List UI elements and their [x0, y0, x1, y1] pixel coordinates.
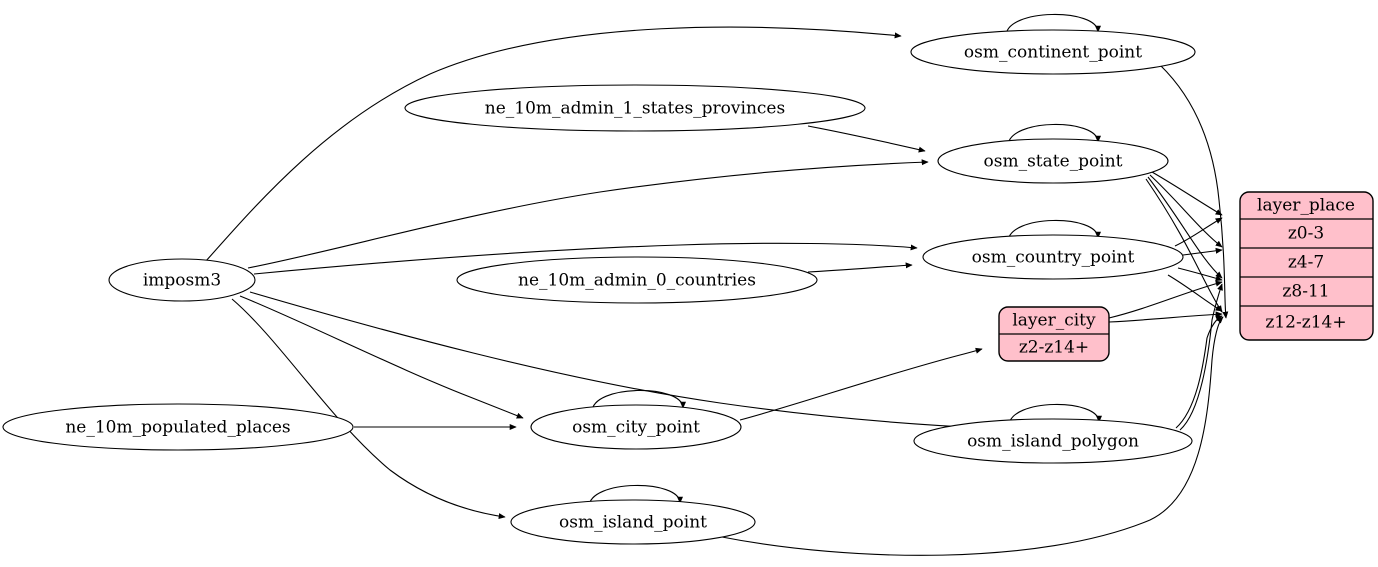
edge-self-loop-osm-country-point — [1007, 219, 1101, 243]
node-osm-country-point-label: osm_country_point — [972, 248, 1135, 268]
layer-place-row-z12-z14[interactable]: z12-z14+ — [1265, 313, 1346, 333]
edge-osm-island-polygon-to-layer-place-z8-11 — [1179, 283, 1223, 431]
edge-self-loop-osm-state-point — [1007, 123, 1101, 147]
layer-city-row-z2-z14[interactable]: z2-z14+ — [1019, 338, 1089, 358]
node-ne-10m-admin-1-states-provinces[interactable]: ne_10m_admin_1_states_provinces — [404, 84, 866, 132]
edge-imposm3-to-osm-state-point — [247, 159, 929, 269]
edge-osm-country-point-to-layer-place-z4-7 — [1182, 247, 1223, 256]
edge-ne-states-to-osm-state-point — [807, 125, 926, 153]
node-imposm3[interactable]: imposm3 — [108, 258, 256, 302]
edge-self-loop-osm-city-point — [591, 389, 686, 413]
layer-place-row-z8-11[interactable]: z8-11 — [1282, 282, 1329, 302]
node-ne-states-label: ne_10m_admin_1_states_provinces — [485, 99, 785, 119]
layer-place-row-z4-7[interactable]: z4-7 — [1288, 253, 1324, 273]
node-layer-place[interactable]: layer_place z0-3 z4-7 z8-11 z12-z14+ — [1239, 191, 1374, 341]
edge-osm-island-point-to-layer-place-z12 — [721, 316, 1224, 556]
edge-imposm3-to-osm-country-point — [253, 242, 918, 275]
node-osm-continent-point[interactable]: osm_continent_point — [910, 29, 1196, 75]
node-ne-populated-label: ne_10m_populated_places — [65, 418, 290, 438]
node-osm-island-polygon[interactable]: osm_island_polygon — [913, 418, 1193, 464]
edge-imposm3-to-osm-island-point — [231, 298, 506, 520]
node-layer-city[interactable]: layer_city z2-z14+ — [998, 306, 1110, 362]
node-osm-country-point[interactable]: osm_country_point — [922, 234, 1184, 280]
edge-osm-island-polygon-to-layer-place-z12 — [1175, 315, 1223, 429]
edge-self-loop-osm-continent-point — [1005, 13, 1101, 37]
node-osm-island-polygon-label: osm_island_polygon — [967, 432, 1139, 452]
layer-place-title: layer_place — [1257, 196, 1355, 216]
node-ne-countries-label: ne_10m_admin_0_countries — [518, 271, 756, 291]
node-osm-state-point-label: osm_state_point — [984, 152, 1123, 172]
edge-osm-state-point-to-layer-place-z0-3 — [1151, 171, 1223, 216]
node-osm-continent-point-label: osm_continent_point — [964, 43, 1142, 63]
node-osm-city-point[interactable]: osm_city_point — [530, 404, 742, 450]
edge-osm-state-point-to-layer-place-z12 — [1145, 178, 1223, 313]
edge-osm-country-point-to-layer-place-z0-3 — [1174, 217, 1223, 247]
edge-osm-continent-point-to-layer-place-z12 — [1159, 64, 1229, 319]
node-imposm3-label: imposm3 — [143, 271, 221, 291]
node-osm-state-point[interactable]: osm_state_point — [937, 138, 1169, 184]
edge-self-loop-osm-island-polygon — [1008, 403, 1102, 427]
node-osm-city-point-label: osm_city_point — [572, 418, 700, 438]
edge-layer — [205, 13, 1229, 556]
edge-imposm3-to-osm-continent-point — [205, 26, 902, 262]
edge-osm-country-point-to-layer-place-z12 — [1167, 274, 1223, 312]
layer-place-row-z0-3[interactable]: z0-3 — [1288, 224, 1324, 244]
edge-ne-countries-to-osm-country-point — [807, 262, 913, 273]
edge-self-loop-osm-island-point — [588, 484, 683, 508]
edge-imposm3-to-osm-island-polygon — [249, 291, 986, 431]
edge-osm-state-point-to-layer-place-z4-7 — [1149, 174, 1223, 248]
edge-osm-city-point-to-layer-city — [739, 347, 983, 421]
layer-city-title: layer_city — [1012, 311, 1096, 331]
edge-layer-city-to-layer-place-z12 — [1108, 311, 1223, 323]
node-layer: imposm3 ne_10m_admin_1_states_provinces … — [2, 29, 1374, 545]
node-ne-10m-admin-0-countries[interactable]: ne_10m_admin_0_countries — [456, 256, 818, 304]
edge-imposm3-to-osm-city-point — [239, 295, 524, 419]
node-osm-island-point-label: osm_island_point — [559, 513, 707, 533]
edge-layer-city-to-layer-place-z8-11 — [1108, 280, 1223, 319]
node-osm-island-point[interactable]: osm_island_point — [510, 499, 756, 545]
node-ne-10m-populated-places[interactable]: ne_10m_populated_places — [2, 403, 354, 451]
edge-osm-country-point-to-layer-place-z8-11 — [1177, 267, 1223, 282]
